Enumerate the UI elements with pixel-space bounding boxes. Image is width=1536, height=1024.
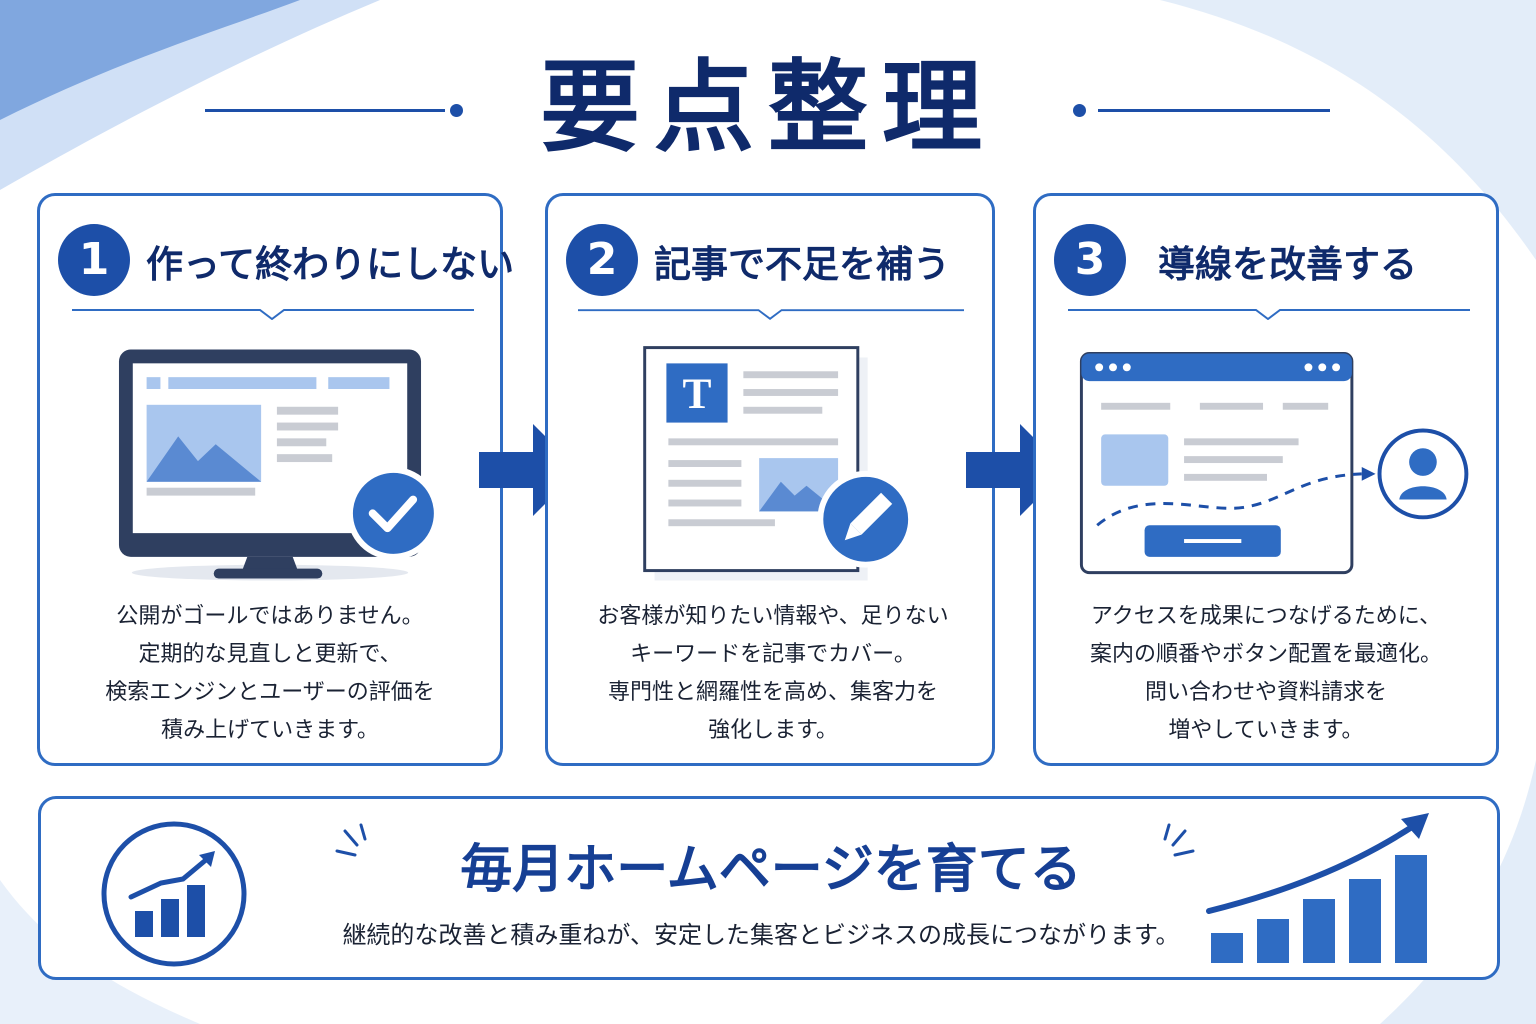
- card-line: 増やしていきます。: [1168, 718, 1364, 743]
- step-number: 2: [566, 224, 638, 296]
- rising-bar-chart-icon: [1206, 813, 1429, 963]
- card-header: 1 作って終わりにしない: [40, 196, 514, 316]
- step-card-2: 2 記事で不足を補う T お客様が知りたい情報や、足りない キーワードを記事でカ…: [545, 193, 995, 766]
- card-line: アクセスを成果につなげるために、: [1090, 604, 1442, 629]
- title-dot-left: [450, 104, 463, 117]
- step-card-1: 1 作って終わりにしない 公開がゴールではありません。 定期的な見直しと更新で、…: [37, 193, 514, 766]
- banner-subtitle: 継続的な改善と積み重ねが、安定した集客とビジネスの成長につながります。: [342, 921, 1180, 949]
- step-card-3: 3 導線を改善する アクセスを成果につなげるために、 案内の順番やボタン配置を最…: [1033, 193, 1499, 766]
- card-line: 公開がゴールではありません。: [116, 604, 424, 629]
- step-number: 1: [58, 224, 130, 296]
- card-line: 定期的な見直しと更新で、: [138, 642, 402, 667]
- card-line: 強化します。: [708, 718, 838, 743]
- step-number: 3: [1054, 224, 1126, 296]
- browser-path-to-user-icon: [1079, 351, 1469, 575]
- card-title: 作って終わりにしない: [146, 243, 515, 286]
- card-divider: [578, 309, 964, 320]
- growth-chart-icon: [101, 821, 247, 967]
- card-description: アクセスを成果につなげるために、 案内の順番やボタン配置を最適化。 問い合わせや…: [1046, 598, 1486, 750]
- sparkle-left-icon: [335, 823, 367, 857]
- card-line: 専門性と網羅性を高め、集客力を: [607, 680, 938, 705]
- card-description: お客様が知りたい情報や、足りない キーワードを記事でカバー。 専門性と網羅性を高…: [558, 598, 988, 750]
- sparkle-right-icon: [1163, 823, 1195, 857]
- document-with-pencil-icon: T: [643, 346, 915, 581]
- summary-banner: 毎月ホームページを育てる 継続的な改善と積み重ねが、安定した集客とビジネスの成長…: [38, 796, 1500, 980]
- card-line: 積み上げていきます。: [161, 718, 379, 743]
- title-line-left: [205, 109, 445, 112]
- card-header: 3 導線を改善する: [1036, 196, 1496, 316]
- card-line: 案内の順番やボタン配置を最適化。: [1089, 642, 1442, 667]
- banner-title: 毎月ホームページを育てる: [460, 840, 1082, 900]
- card-description: 公開がゴールではありません。 定期的な見直しと更新で、 検索エンジンとユーザーの…: [50, 598, 490, 750]
- card-divider: [72, 309, 474, 320]
- card-title: 導線を改善する: [1158, 243, 1417, 286]
- card-line: 検索エンジンとユーザーの評価を: [105, 680, 435, 705]
- page-title: 要点整理: [540, 49, 996, 166]
- card-line: キーワードを記事でカバー。: [630, 642, 916, 667]
- card-header: 2 記事で不足を補う: [548, 196, 992, 316]
- card-line: お客様が知りたい情報や、足りない: [597, 604, 949, 629]
- card-divider: [1068, 309, 1470, 320]
- title-line-right: [1098, 109, 1330, 112]
- monitor-with-check-icon: [118, 349, 440, 581]
- title-dot-right: [1073, 104, 1086, 117]
- doc-letter: T: [683, 370, 712, 418]
- card-line: 問い合わせや資料請求を: [1144, 680, 1387, 705]
- card-title: 記事で不足を補う: [654, 243, 950, 286]
